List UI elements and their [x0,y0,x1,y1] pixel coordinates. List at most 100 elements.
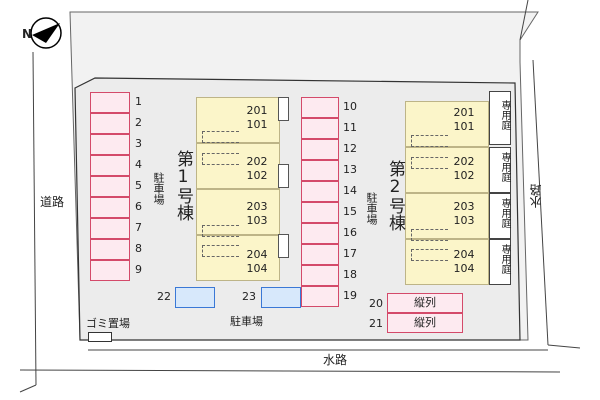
balcony [278,164,289,188]
blue-space-number: 23 [242,290,256,303]
parking-slot [90,197,130,218]
parking-number: 14 [343,184,357,197]
unit-number: 201 [246,104,268,117]
unit-number: 204 [453,248,475,261]
garbage-area [88,332,112,342]
parking-number: 17 [343,247,357,260]
building-2: 201 101 202 102 203 103 204 104 専用庭 専用庭 … [405,91,515,287]
right-waterway-label: 水路 [529,184,543,208]
unit-number: 201 [453,106,475,119]
unit-number: 101 [246,118,268,131]
parking-number: 16 [343,226,357,239]
building-1-unit [196,143,280,189]
parking-number: 19 [343,289,357,302]
private-garden: 専用庭 [489,193,511,239]
unit-number: 103 [453,214,475,227]
building-2-name: 第2号棟 [385,160,405,231]
private-garden: 専用庭 [489,239,511,285]
building-1: 201 101 202 102 203 103 204 104 [196,97,292,283]
stair [411,157,448,169]
stair [202,225,239,237]
balcony [278,234,289,258]
compass-letter: N [22,27,33,41]
parking-number: 1 [135,95,142,108]
parking-slot [301,286,339,307]
compass: N [22,15,62,55]
parking-number: 8 [135,242,142,255]
tandem-label: 縦列 [414,316,436,329]
parking-left-label: 駐車場 [152,172,165,205]
parking-number: 7 [135,221,142,234]
building-1-unit [196,235,280,281]
parking-center-label: 駐車場 [365,192,378,225]
parking-slot [90,218,130,239]
compass-icon [30,17,62,49]
building-2-unit [405,239,489,285]
parking-slot [301,202,339,223]
parking-number: 15 [343,205,357,218]
unit-number: 203 [246,200,268,213]
parking-center: 10 11 12 13 14 15 16 17 18 19 [301,97,361,309]
left-road-label: 道路 [40,195,65,209]
parking-number: 5 [135,179,142,192]
parking-number: 12 [343,142,357,155]
parking-number: 11 [343,121,357,134]
parking-number: 4 [135,158,142,171]
stair [202,131,239,143]
parking-number: 13 [343,163,357,176]
unit-number: 103 [246,214,268,227]
parking-slot [301,160,339,181]
unit-number: 102 [453,169,475,182]
tandem-label: 縦列 [414,296,436,309]
parking-slot [90,155,130,176]
parking-slot [301,139,339,160]
blue-space-number: 22 [157,290,171,303]
tandem-space: 縦列 [387,293,463,313]
parking-slot [301,97,339,118]
private-garden: 専用庭 [489,91,511,145]
private-garden: 専用庭 [489,147,511,193]
stair [202,245,239,257]
parking-slot [90,134,130,155]
tandem-number: 21 [369,317,383,330]
building-2-unit [405,101,489,147]
parking-slot [90,239,130,260]
unit-number: 102 [246,169,268,182]
unit-number: 204 [246,248,268,261]
parking-slot [301,181,339,202]
building-1-unit [196,189,280,235]
parking-slot [301,118,339,139]
bottom-waterway-label: 水路 [323,353,348,367]
building-2-unit [405,193,489,239]
parking-number: 6 [135,200,142,213]
bottom-parking-label: 駐車場 [230,315,263,328]
parking-slot [301,244,339,265]
blue-space [261,287,301,308]
parking-slot [90,176,130,197]
parking-left: 1 2 3 4 5 6 7 8 9 [90,92,150,282]
parking-number: 18 [343,268,357,281]
unit-number: 202 [246,155,268,168]
unit-number: 203 [453,200,475,213]
parking-slot [90,113,130,134]
parking-slot [90,260,130,281]
stair [411,249,448,261]
parking-slot [90,92,130,113]
stair [411,229,448,241]
unit-number: 101 [453,120,475,133]
parking-number: 3 [135,137,142,150]
blue-space [175,287,215,308]
parking-slot [301,223,339,244]
parking-number: 9 [135,263,142,276]
parking-number: 2 [135,116,142,129]
parking-slot [301,265,339,286]
building-2-unit [405,147,489,193]
parking-number: 10 [343,100,357,113]
building-1-name: 第1号棟 [173,150,193,221]
unit-number: 104 [453,262,475,275]
unit-number: 202 [453,155,475,168]
garbage-label: ゴミ置場 [86,317,130,330]
balcony [278,97,289,121]
tandem-number: 20 [369,297,383,310]
stair [411,135,448,147]
